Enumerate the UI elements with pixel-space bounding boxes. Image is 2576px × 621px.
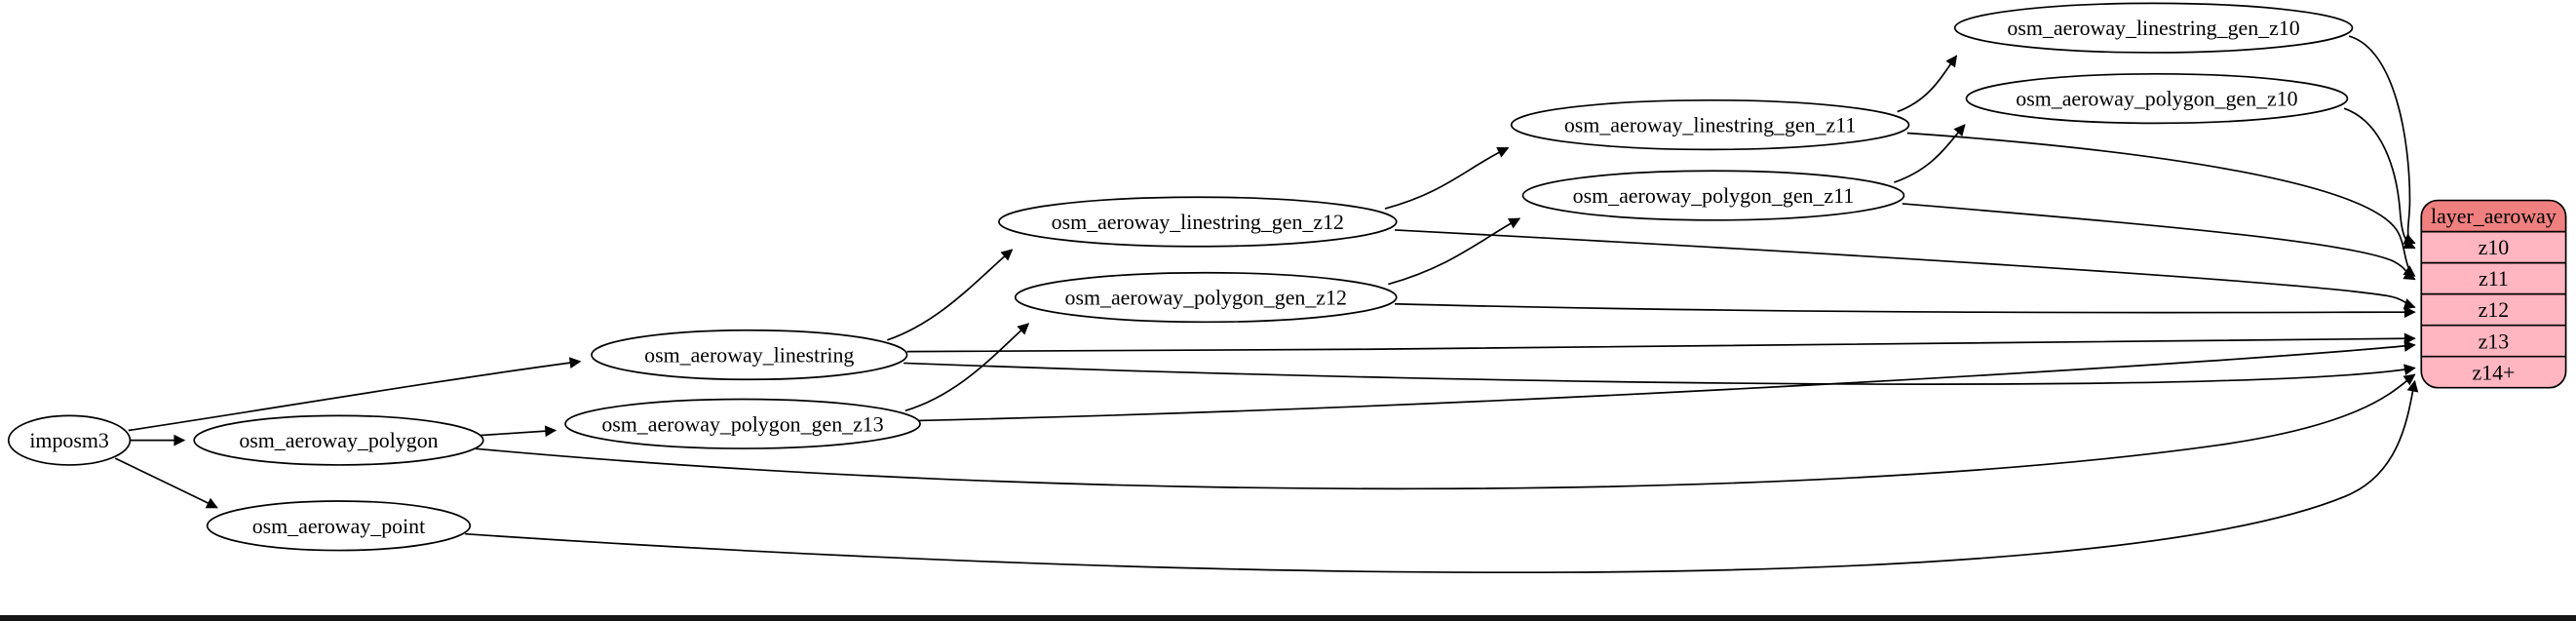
edge-osm_aeroway_polygon_gen_z12-to-layer-z12 <box>1395 302 2416 319</box>
edge-osm_aeroway_linestring-to-osm_aeroway_linestring_gen_z12 <box>887 249 1014 341</box>
osm_aeroway_polygon_gen_z11-label: osm_aeroway_polygon_gen_z11 <box>1573 183 1855 208</box>
record-layer_aeroway: layer_aeroway z10 z11 z12 z13 z14+ <box>2420 199 2567 389</box>
node-osm_aeroway_polygon_gen_z10: osm_aeroway_polygon_gen_z10 <box>1965 72 2349 125</box>
osm_aeroway_linestring_gen_z11-ellipse <box>1510 98 1910 151</box>
edge-osm_aeroway_polygon_gen_z13-to-osm_aeroway_polygon_gen_z12 <box>904 323 1030 412</box>
record-row-z13: z13 <box>2479 329 2510 353</box>
edge-osm_aeroway_polygon-to-osm_aeroway_polygon_gen_z13 <box>480 425 557 438</box>
edge-osm_aeroway_linestring_gen_z12-to-osm_aeroway_linestring_gen_z11 <box>1384 146 1510 210</box>
osm_aeroway_polygon-label: osm_aeroway_polygon <box>239 428 438 452</box>
osm_aeroway_polygon_gen_z13-label: osm_aeroway_polygon_gen_z13 <box>601 411 883 436</box>
imposm3-ellipse <box>7 414 132 466</box>
node-osm_aeroway_linestring: osm_aeroway_linestring <box>591 329 908 381</box>
edge-osm_aeroway_polygon_gen_z11-to-layer-z11 <box>1902 203 2416 281</box>
osm_aeroway_polygon-ellipse <box>193 414 484 466</box>
edge-osm_aeroway_polygon_gen_z11-to-osm_aeroway_polygon_gen_z10 <box>1894 124 1966 183</box>
node-osm_aeroway_point: osm_aeroway_point <box>206 500 472 552</box>
edge-osm_aeroway_polygon_gen_z12-to-osm_aeroway_polygon_gen_z11 <box>1388 217 1521 286</box>
node-imposm3: imposm3 <box>7 414 132 466</box>
record-row-z12: z12 <box>2479 297 2510 322</box>
osm_aeroway_linestring-label: osm_aeroway_linestring <box>644 343 854 368</box>
osm_aeroway_polygon_gen_z13-ellipse <box>564 398 921 449</box>
node-osm_aeroway_polygon_gen_z12: osm_aeroway_polygon_gen_z12 <box>1014 271 1398 324</box>
record-title: layer_aeroway <box>2431 204 2557 228</box>
osm_aeroway_point-ellipse <box>206 500 472 552</box>
node-osm_aeroway_linestring_gen_z12: osm_aeroway_linestring_gen_z12 <box>998 196 1398 248</box>
edge-imposm3-to-osm_aeroway_linestring <box>128 357 582 432</box>
osm_aeroway_polygon_gen_z11-ellipse <box>1521 170 1905 221</box>
osm_aeroway_polygon_gen_z10-label: osm_aeroway_polygon_gen_z10 <box>2016 87 2297 111</box>
osm_aeroway_linestring_gen_z11-label: osm_aeroway_linestring_gen_z11 <box>1564 113 1857 137</box>
window-bottom-edge <box>0 615 2576 621</box>
record-row-z11: z11 <box>2479 266 2509 291</box>
edge-osm_aeroway_point-to-layer-z14 <box>465 379 2419 574</box>
osm_aeroway_polygon_gen_z10-ellipse <box>1965 72 2349 125</box>
osm_aeroway_polygon_gen_z12-ellipse <box>1014 271 1398 324</box>
edge-osm_aeroway_linestring_gen_z11-to-osm_aeroway_linestring_gen_z10 <box>1897 55 1958 113</box>
node-osm_aeroway_linestring_gen_z11: osm_aeroway_linestring_gen_z11 <box>1510 98 1910 151</box>
node-osm_aeroway_polygon_gen_z13: osm_aeroway_polygon_gen_z13 <box>564 398 921 449</box>
osm_aeroway_linestring_gen_z12-ellipse <box>998 196 1398 248</box>
node-osm_aeroway_polygon: osm_aeroway_polygon <box>193 414 484 466</box>
imposm3-label: imposm3 <box>29 428 109 452</box>
record-row-z10: z10 <box>2479 235 2510 259</box>
osm_aeroway_point-label: osm_aeroway_point <box>252 514 426 538</box>
edge-osm_aeroway_linestring_gen_z11-to-layer-z11 <box>1906 132 2416 277</box>
osm_aeroway_linestring_gen_z10-label: osm_aeroway_linestring_gen_z10 <box>2007 16 2299 40</box>
edge-osm_aeroway_linestring_gen_z12-to-layer-z12 <box>1394 229 2416 310</box>
record-row-z14: z14+ <box>2472 360 2515 384</box>
edge-osm_aeroway_polygon_gen_z10-to-layer-z10 <box>2343 107 2416 250</box>
edge-osm_aeroway_linestring_gen_z10-to-layer-z10 <box>2348 35 2416 245</box>
edge-osm_aeroway_polygon-to-layer-z14 <box>473 373 2416 490</box>
osm_aeroway_linestring_gen_z10-ellipse <box>1953 2 2354 54</box>
osm_aeroway_linestring-ellipse <box>591 329 908 381</box>
node-osm_aeroway_polygon_gen_z11: osm_aeroway_polygon_gen_z11 <box>1521 170 1905 221</box>
node-osm_aeroway_linestring_gen_z10: osm_aeroway_linestring_gen_z10 <box>1953 2 2354 54</box>
record-border <box>2420 199 2567 389</box>
edge-imposm3-to-osm_aeroway_point <box>114 457 218 509</box>
record-header-fill <box>2421 200 2566 232</box>
edge-osm_aeroway_linestring-to-layer-z14 <box>904 362 2416 385</box>
osm_aeroway_linestring_gen_z12-label: osm_aeroway_linestring_gen_z12 <box>1052 210 1344 234</box>
edge-osm_aeroway_linestring-to-layer-z13 <box>906 332 2416 353</box>
osm_aeroway_polygon_gen_z12-label: osm_aeroway_polygon_gen_z12 <box>1065 286 1347 310</box>
edge-osm_aeroway_polygon_gen_z13-to-layer-z13 <box>918 340 2416 422</box>
